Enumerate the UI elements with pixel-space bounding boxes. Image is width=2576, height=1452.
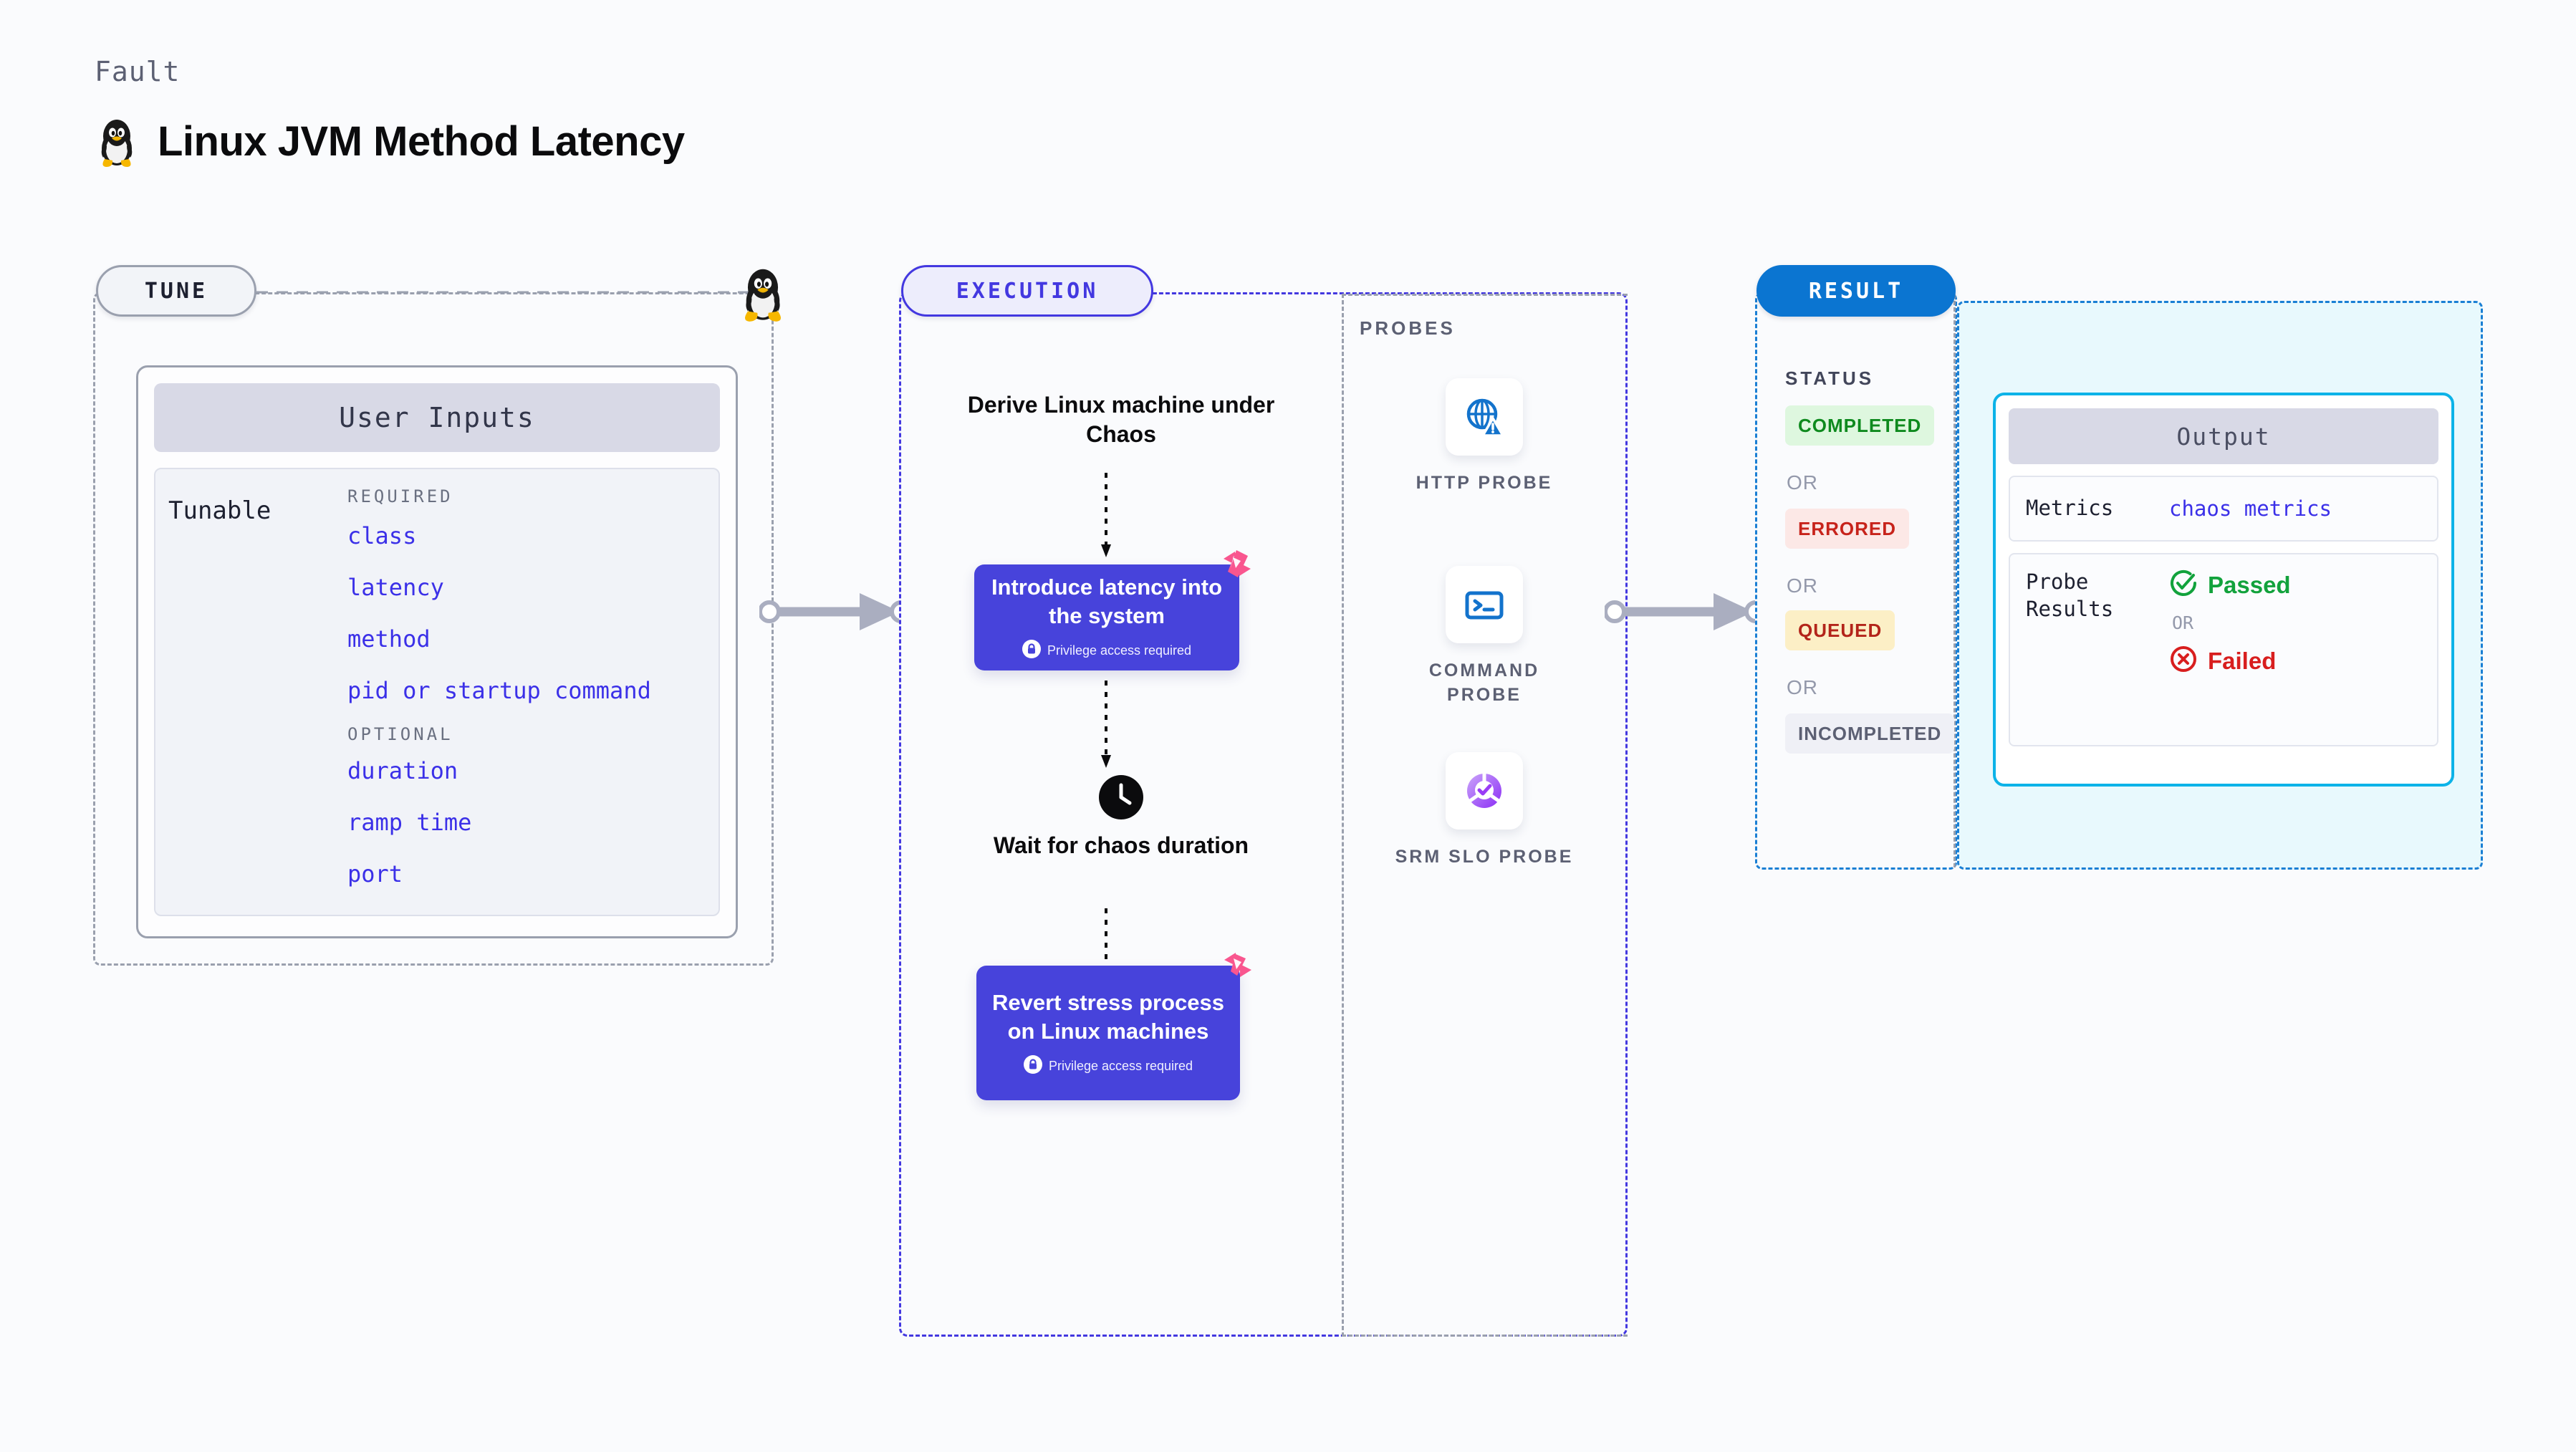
output-row-probe-results: Probe Results Passed OR [2009, 553, 2438, 746]
harness-logo-icon [1219, 546, 1255, 585]
probes-label: PROBES [1360, 317, 1456, 339]
status-divider [1953, 294, 1956, 867]
page-title-text: Linux JVM Method Latency [158, 117, 685, 165]
privilege-note-1: Privilege access required [1022, 639, 1192, 662]
user-inputs-title: User Inputs [154, 383, 720, 452]
status-badge-completed: COMPLETED [1785, 405, 1935, 446]
check-circle-icon [2169, 569, 2198, 601]
tunable-list: REQUIRED class latency method pid or sta… [347, 486, 706, 898]
tune-dashed-connector [256, 291, 751, 294]
status-badge-queued: QUEUED [1785, 610, 1895, 650]
probe-http[interactable]: HTTP PROBE [1391, 378, 1577, 496]
required-group-heading: REQUIRED [347, 486, 453, 506]
execution-node-1-label: Introduce latency into the system [991, 574, 1223, 628]
execution-step-derive-label: Derive Linux machine under Chaos [967, 392, 1275, 447]
probe-results-key: Probe Results [2026, 569, 2114, 621]
probe-result-or: OR [2172, 612, 2194, 633]
clock-icon [1099, 775, 1143, 823]
page-title: Linux JVM Method Latency [95, 115, 685, 168]
terminal-icon [1446, 566, 1523, 643]
status-badge-errored: ERRORED [1785, 509, 1910, 549]
tunable-item-class[interactable]: class [347, 522, 417, 549]
harness-logo-icon [1220, 947, 1256, 986]
tunable-item-latency[interactable]: latency [347, 574, 444, 601]
user-inputs-card: User Inputs Tunable REQUIRED class laten… [136, 365, 738, 938]
tunable-item-ramp-time[interactable]: ramp time [347, 809, 472, 836]
probe-command-label: COMMAND PROBE [1428, 660, 1540, 705]
lock-icon [1022, 639, 1041, 662]
output-row-metrics: Metrics chaos metrics [2009, 476, 2438, 542]
tunable-item-method[interactable]: method [347, 625, 431, 653]
eyebrow-label: Fault [95, 56, 181, 87]
tunable-item-duration[interactable]: duration [347, 757, 458, 784]
probe-result-passed-label: Passed [2208, 571, 2291, 598]
status-or-3: OR [1787, 676, 1818, 698]
status-badge-incompleted: INCOMPLETED [1785, 713, 1955, 754]
globe-warning-icon [1446, 378, 1523, 456]
tunable-item-port[interactable]: port [347, 860, 403, 888]
metrics-key: Metrics [2026, 496, 2114, 521]
privilege-note-1-text: Privilege access required [1047, 643, 1192, 658]
privilege-note-2: Privilege access required [1023, 1054, 1193, 1077]
tune-badge[interactable]: TUNE [96, 265, 256, 317]
flow-arrow-1 [1101, 473, 1111, 557]
tune-to-execution-arrow [759, 593, 911, 630]
probe-command[interactable]: COMMAND PROBE [1391, 566, 1577, 708]
output-card: Output Metrics chaos metrics Probe Resul… [1993, 393, 2454, 787]
probe-srm-slo-label: SRM SLO PROBE [1395, 847, 1574, 867]
tune-penguin-icon [738, 264, 788, 326]
status-or-1: OR [1787, 471, 1818, 494]
tux-linux-penguin-icon [95, 115, 139, 168]
probe-results-values: Passed OR Failed [2169, 569, 2421, 677]
execution-node-2-label: Revert stress process on Linux machines [992, 990, 1224, 1044]
execution-to-result-arrow [1605, 593, 1767, 630]
result-badge[interactable]: RESULT [1756, 265, 1956, 317]
result-status-section [1755, 292, 1957, 870]
slo-donut-check-icon [1446, 752, 1523, 830]
execution-badge[interactable]: EXECUTION [901, 265, 1153, 317]
tunable-label: Tunable [168, 496, 271, 525]
tunable-box: Tunable REQUIRED class latency method pi… [154, 468, 720, 916]
probes-section [1342, 294, 1628, 1337]
lock-icon [1023, 1054, 1042, 1077]
probe-result-failed-label: Failed [2208, 647, 2277, 674]
output-title: Output [2009, 408, 2438, 464]
tunable-item-pid-or-startup-command[interactable]: pid or startup command [347, 677, 651, 704]
status-label: STATUS [1785, 367, 1875, 389]
execution-node-introduce-latency[interactable]: Introduce latency into the system Privil… [974, 550, 1251, 670]
privilege-note-2-text: Privilege access required [1048, 1058, 1193, 1073]
execution-node-revert-stress[interactable]: Revert stress process on Linux machines … [976, 953, 1251, 1100]
probe-srm-slo[interactable]: SRM SLO PROBE [1391, 752, 1577, 870]
metrics-value[interactable]: chaos metrics [2169, 496, 2332, 521]
status-or-2: OR [1787, 574, 1818, 597]
flow-arrow-2 [1101, 681, 1111, 768]
execution-step-wait-label: Wait for chaos duration [993, 832, 1249, 858]
probe-result-passed: Passed [2169, 569, 2421, 601]
probe-http-label: HTTP PROBE [1416, 473, 1553, 493]
probe-result-failed: Failed [2169, 645, 2421, 677]
optional-group-heading: OPTIONAL [347, 724, 453, 744]
x-circle-icon [2169, 645, 2198, 677]
